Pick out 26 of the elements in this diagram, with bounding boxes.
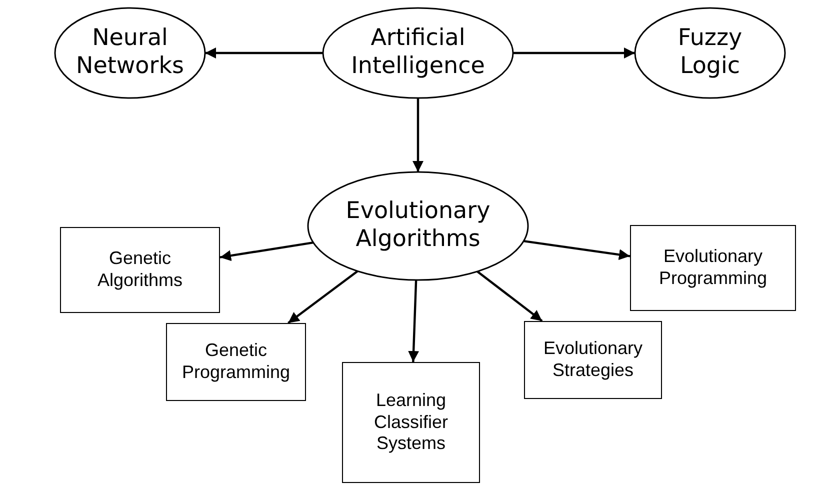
- arrow: [288, 270, 358, 324]
- node-label: Fuzzy Logic: [676, 25, 744, 81]
- process-box: [630, 225, 796, 311]
- process-box: [60, 227, 220, 313]
- arrow: [476, 270, 543, 322]
- process-box: [166, 323, 306, 401]
- arrow: [408, 280, 420, 362]
- node-label: Genetic Programming: [180, 340, 292, 384]
- ellipse-node: [55, 8, 205, 98]
- node-label: Genetic Algorithms: [96, 248, 184, 292]
- arrow: [524, 240, 630, 260]
- arrow: [412, 98, 424, 172]
- node-label: Evolutionary Programming: [658, 246, 768, 290]
- arrow: [513, 48, 635, 58]
- node-label: Artificial Intelligence: [350, 25, 486, 81]
- process-box: [524, 321, 662, 399]
- node-label: Neural Networks: [74, 25, 185, 81]
- node-label: Evolutionary Algorithms: [344, 198, 492, 254]
- ellipse-node: [323, 8, 513, 98]
- process-box: [342, 362, 480, 483]
- ellipse-node: [308, 172, 528, 280]
- arrow: [220, 241, 314, 262]
- ellipse-node: [635, 8, 785, 98]
- node-label: Learning Classifier Systems: [372, 390, 449, 455]
- arrow: [205, 48, 323, 58]
- node-label: Evolutionary Strategies: [542, 338, 644, 382]
